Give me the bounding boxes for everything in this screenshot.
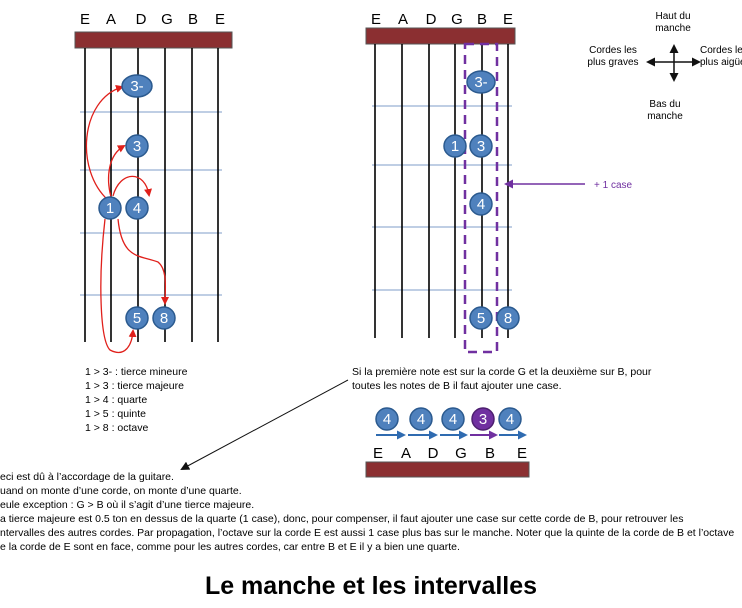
chain-label-g: G — [455, 445, 467, 462]
right-dot-third-label: 3 — [477, 138, 485, 155]
chain-dot-5-label: 4 — [506, 411, 514, 428]
left-frets — [80, 111, 222, 296]
arrow-root-to-third — [108, 145, 126, 198]
chain-label-a: A — [401, 445, 411, 462]
chain-dot-4-label: 3 — [479, 411, 487, 428]
chain-dot-2-label: 4 — [417, 411, 425, 428]
explanation-line-5: ntervalles des autres cordes. Par propag… — [0, 527, 735, 539]
chain-dot-5: 4 — [498, 407, 522, 431]
explanation-pointer-arrow — [180, 379, 349, 470]
interval-minor-third: 1 > 3- : tierce mineure — [85, 366, 188, 378]
chain-dot-4-major-third: 3 — [471, 407, 495, 431]
arrow-root-to-minor-third — [85, 84, 124, 201]
fourths-chain: 4 4 4 3 4 E A D G B — [365, 407, 530, 478]
right-string-label-d: D — [426, 11, 437, 28]
compass-label-right: Cordes les plus aigües — [700, 45, 742, 68]
right-frets — [372, 105, 512, 291]
chain-string-labels: E A D G B E — [373, 445, 527, 462]
page-title: Le manche et les intervalles — [204, 572, 538, 600]
left-dot-octave-label: 8 — [160, 310, 168, 327]
chain-dot-1: 4 — [375, 407, 399, 431]
explanation-line-2: uand on monte d’une corde, on monte d’un… — [0, 485, 242, 497]
right-dots: 3- 1 3 4 5 8 — [443, 70, 520, 330]
left-string-label-a: A — [106, 11, 116, 28]
left-dot-fifth: 5 — [125, 306, 149, 330]
left-string-label-d: D — [136, 11, 147, 28]
compass-label-left: Cordes les plus graves — [587, 45, 639, 68]
left-dot-octave: 8 — [152, 306, 176, 330]
chain-label-b: B — [485, 445, 495, 462]
chain-label-d: D — [428, 445, 439, 462]
right-note-line-1: Si la première note est sur la corde G e… — [352, 366, 652, 378]
explanation-line-6: e la corde de E sont en face, comme pour… — [0, 541, 460, 553]
left-dot-third-label: 3 — [133, 138, 141, 155]
chain-dot-3: 4 — [441, 407, 465, 431]
right-string-labels: E A D G B E — [371, 11, 513, 28]
left-dot-root-label: 1 — [106, 200, 114, 217]
left-interval-arrows — [85, 84, 170, 354]
interval-fifth: 1 > 5 : quinte — [85, 408, 147, 420]
left-dot-fourth-label: 4 — [133, 200, 141, 217]
left-fretboard: E A D G B E — [74, 11, 233, 354]
interval-fourth: 1 > 4 : quarte — [85, 394, 148, 406]
chain-nut — [365, 461, 530, 478]
orientation-compass — [646, 44, 701, 82]
right-dot-octave-label: 8 — [504, 310, 512, 327]
chain-dot-2: 4 — [409, 407, 433, 431]
chain-dot-3-label: 4 — [449, 411, 457, 428]
right-fretboard: E A D G B E + 1 case 3- — [365, 11, 633, 354]
right-string-label-g: G — [451, 11, 463, 28]
left-dot-fifth-label: 5 — [133, 310, 141, 327]
left-string-label-e-high: E — [215, 11, 225, 28]
right-dot-minor-third: 3- — [466, 70, 496, 94]
left-dot-fourth: 4 — [125, 196, 149, 220]
compass-label-top: Haut du manche — [655, 11, 691, 34]
left-dot-root: 1 — [98, 196, 122, 220]
left-string-label-b: B — [188, 11, 198, 28]
right-note-line-2: toutes les notes de B il faut ajouter un… — [352, 380, 562, 392]
right-string-label-e-high: E — [503, 11, 513, 28]
explanation-line-3: eule exception : G > B où il s’agit d’un… — [0, 499, 255, 511]
arrow-root-to-octave — [117, 218, 170, 305]
left-string-label-e-low: E — [80, 11, 90, 28]
chain-label-e-low: E — [373, 445, 383, 462]
right-dot-fifth: 5 — [469, 306, 493, 330]
right-string-label-e-low: E — [371, 11, 381, 28]
left-strings — [84, 48, 219, 342]
right-string-label-b: B — [477, 11, 487, 28]
arrow-root-to-fifth — [100, 218, 137, 354]
left-dot-minor-third-label: 3- — [130, 78, 143, 95]
interval-octave: 1 > 8 : octave — [85, 422, 149, 434]
chain-dot-1-label: 4 — [383, 411, 391, 428]
left-dot-third: 3 — [125, 134, 149, 158]
right-dot-octave: 8 — [496, 306, 520, 330]
right-dot-third: 3 — [469, 134, 493, 158]
shifted-strings-highlight — [463, 42, 499, 354]
right-dot-root: 1 — [443, 134, 467, 158]
right-dot-fifth-label: 5 — [477, 310, 485, 327]
left-string-label-g: G — [161, 11, 173, 28]
arrow-root-to-fourth — [112, 175, 152, 197]
shift-label: + 1 case — [594, 180, 633, 191]
chain-label-e-high: E — [517, 445, 527, 462]
explanation-line-1: eci est dû à l’accordage de la guitare. — [0, 471, 174, 483]
right-string-label-a: A — [398, 11, 408, 28]
right-dot-root-label: 1 — [451, 138, 459, 155]
right-dot-fourth-label: 4 — [477, 196, 485, 213]
left-string-labels: E A D G B E — [80, 11, 225, 28]
left-nut — [74, 31, 233, 49]
left-dot-minor-third: 3- — [121, 74, 153, 98]
interval-major-third: 1 > 3 : tierce majeure — [85, 380, 184, 392]
right-dot-fourth: 4 — [469, 192, 493, 216]
right-dot-minor-third-label: 3- — [474, 74, 487, 91]
right-nut — [365, 27, 516, 45]
compass-label-bottom: Bas du manche — [647, 99, 683, 122]
left-dots: 3- 3 1 4 5 8 — [98, 74, 176, 330]
explanation-line-4: a tierce majeure est 0.5 ton en dessus d… — [0, 513, 684, 525]
